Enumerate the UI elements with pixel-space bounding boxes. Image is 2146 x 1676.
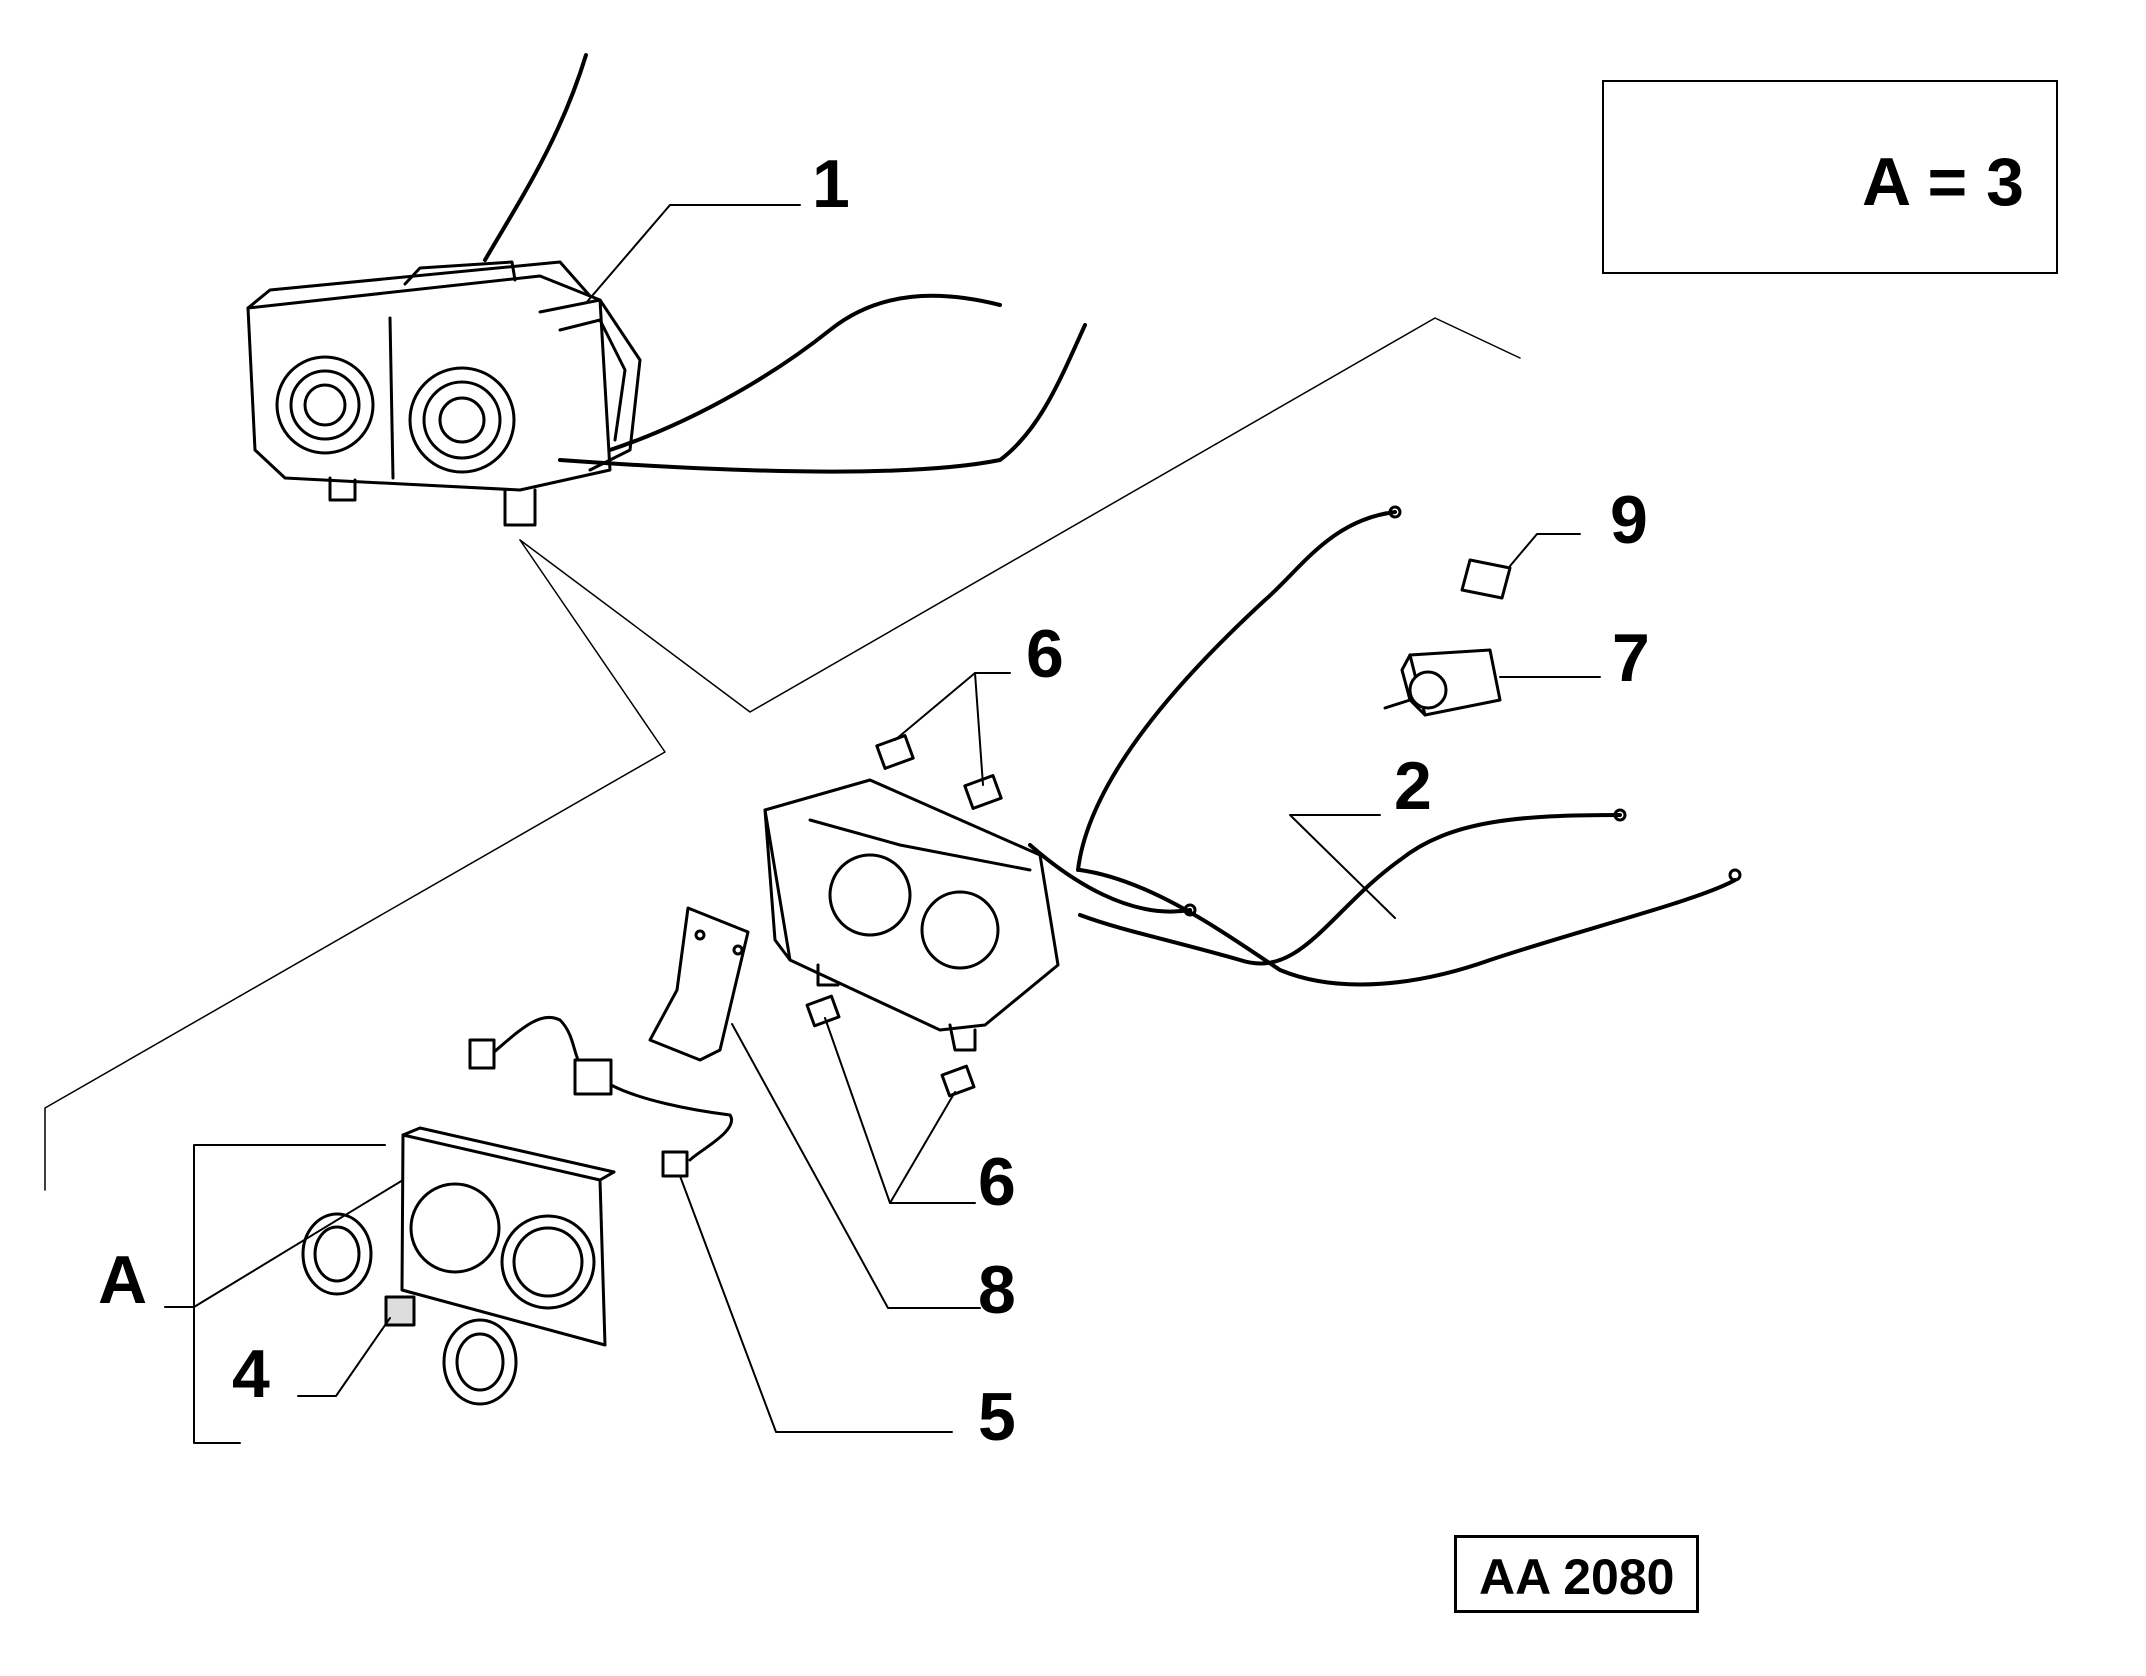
part-7-actuator — [1383, 648, 1502, 717]
callout-9: 9 — [1610, 482, 1648, 558]
callout-7: 7 — [1612, 620, 1650, 696]
knob-right — [442, 1318, 518, 1406]
callout-8: 8 — [978, 1252, 1016, 1328]
callout-5: 5 — [978, 1379, 1016, 1455]
part-1-control-assembly — [246, 53, 1087, 527]
callout-6-top: 6 — [1026, 616, 1064, 692]
explosion-guide-lines — [44, 317, 1521, 1191]
part-9-connector — [1460, 558, 1512, 600]
callout-1: 1 — [812, 146, 850, 222]
callout-a: A — [98, 1242, 148, 1318]
callout-2: 2 — [1394, 748, 1432, 824]
callout-4: 4 — [232, 1336, 270, 1412]
part-6-clips — [805, 734, 1003, 1098]
part-5-wiring-harness — [468, 1015, 734, 1178]
callout-6-bottom: 6 — [978, 1144, 1016, 1220]
drawing-code-box — [1454, 1535, 1699, 1613]
leader-lines — [164, 204, 1601, 1444]
legend-box — [1602, 80, 2058, 274]
part-8-bracket — [648, 906, 750, 1062]
heater-control-housing — [763, 505, 1742, 1052]
knob-left — [301, 1212, 373, 1296]
drawing-code: AA 2080 — [1479, 1549, 1675, 1605]
part-4-button — [384, 1295, 416, 1327]
legend-quantity-text: A = 3 — [1862, 144, 2024, 220]
kit-a-faceplate — [400, 1126, 616, 1347]
